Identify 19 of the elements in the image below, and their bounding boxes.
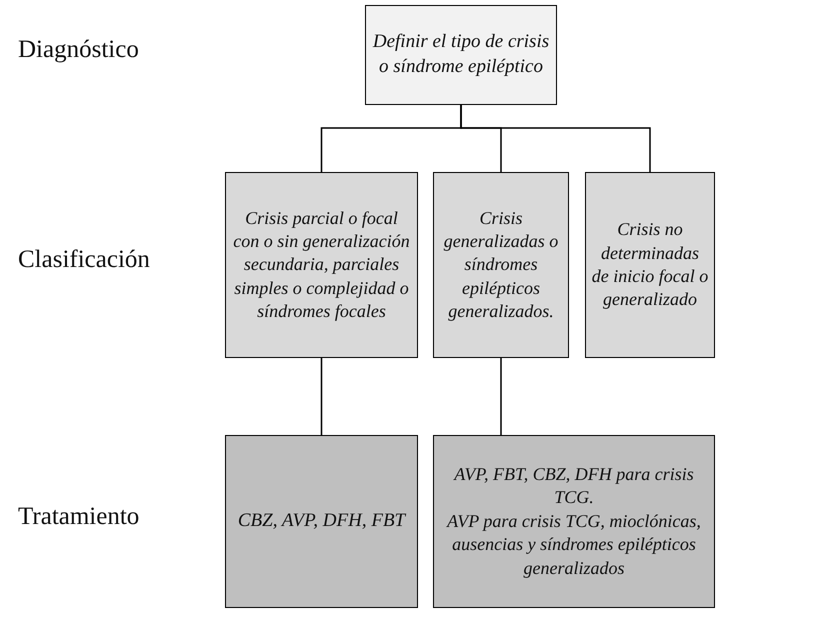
process-box (433, 172, 569, 358)
process-box (585, 172, 715, 358)
connector-line (500, 358, 502, 435)
connector-line (320, 358, 322, 435)
process-box (225, 172, 418, 358)
box-text: Crisis no determinadas de inicio focal o generalizado (591, 218, 709, 312)
process-box (365, 5, 557, 105)
stage-label: Tratamiento (18, 503, 140, 531)
process-box (225, 435, 418, 608)
box-text: AVP para crisis TCG, mioclónicas, ausencias y síndromes epilépticos generalizados (445, 510, 702, 580)
box-text: AVP, FBT, CBZ, DFH para crisis TCG. (452, 463, 695, 510)
stage-label: Diagnóstico (18, 36, 139, 64)
stage-label: Clasificación (18, 246, 150, 274)
box-text: Definir el tipo de crisis o síndrome epiléptico (372, 30, 550, 79)
box-text: Crisis generalizadas o síndromes epilépticos generalizados. (442, 206, 560, 324)
connector-line (460, 105, 651, 172)
box-text: CBZ, AVP, DFH, FBT (238, 509, 406, 534)
box-text: Crisis parcial o focal con o sin generalización secundaria, parciales simples o complejidad o síndromes focales (232, 206, 411, 324)
process-box (433, 435, 715, 608)
